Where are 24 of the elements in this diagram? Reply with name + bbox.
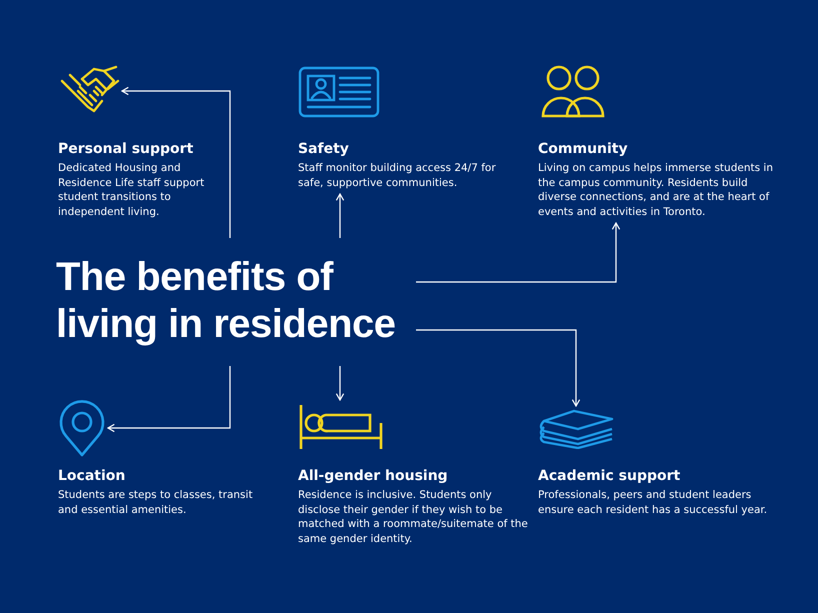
books-icon — [538, 409, 614, 449]
benefit-heading: Community — [538, 140, 629, 158]
benefit-description: Students are steps to classes, transit and essential amenities. — [58, 488, 254, 517]
connector-arrow — [416, 222, 620, 283]
benefit-heading: Academic support — [538, 467, 682, 485]
connector-arrow — [416, 329, 580, 407]
benefit-heading: All-gender housing — [298, 467, 449, 485]
bed-icon — [298, 403, 384, 451]
benefit-heading: Location — [58, 467, 126, 485]
people-icon — [540, 64, 606, 118]
benefit-heading: Safety — [298, 140, 350, 158]
benefit-description: Residence is inclusive. Students only disclose their gender if they wish to be matched with a roommate/suitemate of the same gender identity. — [298, 488, 529, 546]
benefit-heading: Personal support — [58, 140, 194, 158]
benefit-description: Professionals, peers and student leaders ensure each resident has a successful year. — [538, 488, 768, 517]
connector-arrow — [336, 193, 344, 238]
connector-arrow — [121, 86, 231, 238]
connector-arrow — [336, 366, 344, 401]
benefit-description: Dedicated Housing and Residence Life staff support student transitions to independent living. — [58, 161, 206, 219]
connector-arrow — [107, 366, 231, 432]
id-card-icon — [298, 66, 380, 118]
location-pin-icon — [58, 398, 106, 458]
benefit-description: Living on campus helps immerse students in the campus community. Residents build diverse connections, and are at the heart of events and activities in Toronto. — [538, 161, 774, 219]
benefit-description: Staff monitor building access 24/7 for safe, supportive communities. — [298, 161, 497, 190]
heading-text: The benefits of living in residence — [56, 254, 397, 348]
